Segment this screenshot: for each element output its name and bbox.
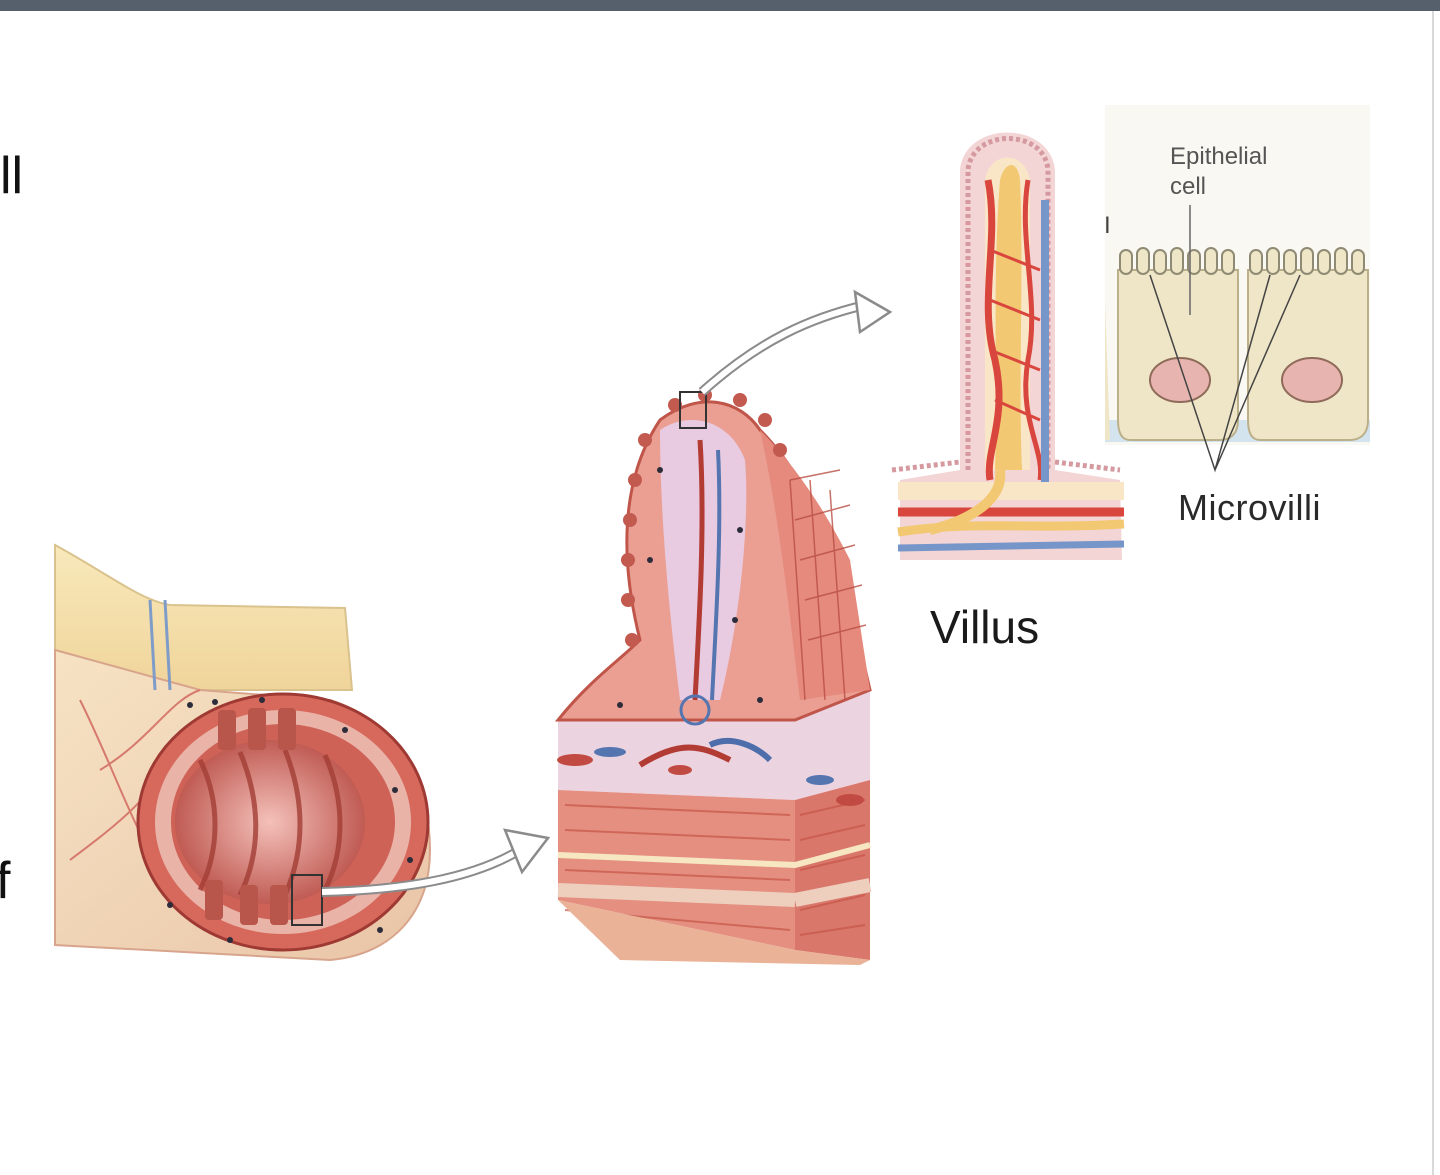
epithelial-cell-label: Epithelial cell <box>1170 142 1310 202</box>
nucleus-right <box>1281 357 1343 403</box>
arrow-head-villus <box>853 289 893 335</box>
left-text-fragment-top: ll <box>0 147 24 205</box>
epithelial-label-line1: Epithelial <box>1170 143 1268 170</box>
top-bar <box>0 0 1440 11</box>
arrow-head-tube <box>502 828 551 875</box>
villus-label: Villus <box>930 601 1040 653</box>
nucleus-left <box>1149 357 1211 403</box>
villus-illustration <box>891 132 1125 560</box>
left-text-fragment-bottom: f <box>0 852 11 910</box>
epithelial-cells-illustration <box>1105 105 1370 473</box>
microvilli-pointer-lines <box>1149 274 1301 473</box>
tick-mark: I <box>1104 212 1111 239</box>
arrow-block-to-villus <box>698 300 867 396</box>
intestine-tube <box>54 543 432 962</box>
epithelial-label-line2: cell <box>1170 173 1207 200</box>
intestinal-wall-block <box>554 388 872 965</box>
microvilli-label: Microvilli <box>1178 487 1321 528</box>
right-edge-divider <box>1432 11 1434 1175</box>
